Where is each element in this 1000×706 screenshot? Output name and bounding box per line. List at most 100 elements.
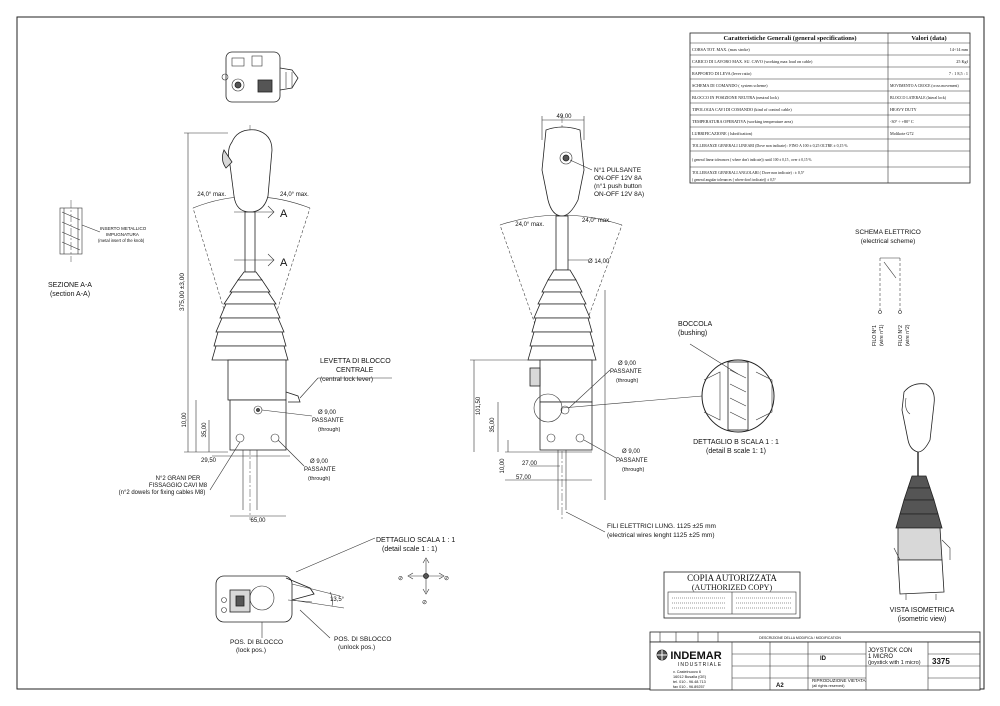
unlock-pos-label: POS. DI SBLOCCO: [334, 636, 391, 643]
hole-label-lower: PASSANTE: [304, 467, 336, 473]
wires-label-en: (electrical wires lenght 1125 ±25 mm): [607, 532, 715, 539]
dowels-label: N°2 GRANI PER: [156, 476, 201, 482]
section-aa-drawing: [59, 200, 101, 262]
mid-hole-label-upper: PASSANTE: [610, 369, 642, 375]
mid-hole-diameter-lower: Ø 9,00: [622, 449, 641, 455]
pushbutton-label-en: (n°1 push button: [594, 182, 642, 190]
company-address: v. Castelnuovo 6: [673, 670, 701, 674]
left-angle-right: 24,0° max.: [280, 192, 309, 198]
spec-row-label: RAPPORTO DI LEVA (lever ratio): [692, 71, 752, 76]
lock-lever-label: LEVETTA DI BLOCCO: [320, 358, 391, 365]
isometric-view-drawing: [893, 383, 951, 600]
svg-text:⊘: ⊘: [398, 576, 403, 582]
spec-row-value: -30° ÷ +80° C: [890, 119, 914, 124]
left-angle-left: 24,0° max.: [197, 192, 226, 198]
hole-label-lower-en: (through): [308, 476, 330, 482]
pushbutton-label: ON-OFF 12V 8A: [594, 175, 643, 182]
spec-row-value: Molikote G72: [890, 131, 914, 136]
spec-tol-angular: TOLLERANZE GENERALI ANGOLARI ( Dove non …: [692, 171, 805, 176]
dim-height-375: 375,00 ±3,00: [179, 273, 186, 311]
company-address: 16012 Busalla (GE): [673, 675, 707, 679]
mid-angle-left: 24,0° max.: [515, 222, 544, 228]
sheet-format: A2: [776, 683, 784, 689]
company-sub: INDUSTRIALE: [678, 662, 722, 668]
spec-row-label: BLOCCO IN POSIZIONE NEUTRA (neutral lock…: [692, 95, 779, 100]
spec-row-value: 25 Kgf: [956, 59, 968, 64]
detail-scale-title: DETTAGLIO SCALA 1 : 1: [376, 537, 455, 544]
iso-title-en: (isometric view): [898, 616, 947, 623]
title-block: [649, 631, 981, 691]
electrical-scheme-drawing: [878, 257, 902, 314]
iso-title: VISTA ISOMETRICA: [890, 607, 955, 614]
dim-101-50: 101,50: [476, 396, 482, 415]
insert-label-en: (metal insert of the knob): [98, 238, 145, 243]
authorized-copy-stamp: [663, 571, 801, 619]
scheme-title: SCHEMA ELETTRICO: [855, 229, 921, 236]
wire-2-label-en: (wire n°2): [905, 324, 911, 346]
detail-b-title-en: (detail B scale 1: 1): [706, 448, 766, 455]
mid-hole-diameter-upper: Ø 9,00: [618, 361, 637, 367]
spec-header-left: Caratteristiche Generali (general specif…: [723, 35, 856, 42]
dim-29-50: 29,50: [201, 458, 217, 464]
dim-27: 27,00: [522, 461, 538, 467]
detail-scale-drawing: ⊘ ⊘ ⊘: [215, 537, 449, 639]
sheet-border: [16, 16, 985, 690]
insert-label: IMPUGNATURA: [106, 232, 139, 237]
spec-row-value: BLOCCO LATERALE (lateral lock): [890, 96, 947, 100]
spec-tol-linear: TOLLERANZE GENERALI LINEARI (Dove non in…: [692, 144, 848, 149]
description-en: (joystick with 1 micro): [868, 660, 921, 666]
dim-10: 10,00: [182, 412, 188, 428]
mid-hole-label-lower-en: (through): [622, 467, 644, 473]
detail-scale-title-en: (detail scale 1 : 1): [382, 546, 437, 553]
dim-57: 57,00: [516, 475, 532, 481]
company-name: INDEMAR: [670, 650, 721, 662]
hole-label-upper-en: (through): [318, 427, 340, 433]
dim-35: 35,00: [202, 422, 208, 438]
unlock-pos-label-en: (unlock pos.): [338, 644, 375, 651]
pushbutton-label: N°1 PULSANTE: [594, 166, 642, 174]
drawing-number: 3375: [932, 657, 950, 666]
spec-row-label: CORSA TOT. MAX. (max stroke): [692, 47, 750, 52]
spec-row-label: SCHEMA DI COMANDO ( system scheme): [692, 83, 768, 88]
lock-pos-label-en: (lock pos.): [236, 647, 266, 654]
spec-table: Caratteristiche Generali (general specif…: [689, 32, 971, 184]
svg-text:⊘: ⊘: [422, 600, 427, 606]
spec-row-label: LUBRIFICAZIONE ( lubrification): [692, 131, 753, 136]
dowels-label: FISSAGGIO CAVI M8: [149, 483, 208, 489]
section-mark-lower: A: [280, 257, 288, 269]
stamp-line2: (AUTHORIZED COPY): [692, 583, 773, 592]
left-view-drawing: [184, 125, 311, 520]
scheme-title-en: (electrical scheme): [861, 238, 916, 245]
spec-row-value: 14÷14 mm: [950, 47, 969, 52]
material-code: ID: [820, 656, 827, 662]
pushbutton-label-en: ON-OFF 12V 8A): [594, 191, 644, 198]
reproduction-warning: RIPRODUZIONE VIETATA: [812, 678, 866, 683]
dim-65: 65,00: [250, 518, 266, 524]
section-mark-upper: A: [280, 208, 288, 220]
shaft-diameter: Ø 14,00: [588, 259, 610, 265]
lock-lever-label: CENTRALE: [336, 367, 374, 374]
description-line2: 1 MICRO: [868, 654, 893, 660]
dowels-label-en: (n°2 dowels for fixing cables M8): [119, 490, 206, 496]
middle-view-drawing: [470, 115, 623, 520]
svg-text:⊘: ⊘: [444, 576, 449, 582]
spec-row-value: MOVIMENTO A CROCE (cross movement): [890, 84, 959, 88]
spec-row-value: 7 : 1 8,5 : 1: [949, 71, 968, 77]
stamp-line1: COPIA AUTORIZZATA: [687, 573, 777, 583]
insert-label: INSERTO METALLICO: [100, 226, 147, 231]
wires-label: FILI ELETTRICI LUNG. 1125 ±25 mm: [607, 523, 716, 530]
dim-10-mid: 10,00: [500, 458, 506, 474]
bushing-label: BOCCOLA: [678, 321, 713, 328]
spec-tol-angular-en: ( general angular tolerances ( where don…: [692, 178, 776, 183]
detail-b-title: DETTAGLIO B SCALA 1 : 1: [693, 439, 779, 446]
reproduction-warning-en: (all rights reserved): [812, 684, 845, 688]
top-view-drawing: [221, 51, 299, 103]
lock-angle: 13,5°: [330, 597, 345, 603]
wire-1-label: FILO N°1: [872, 325, 878, 346]
hole-diameter-upper: Ø 9,00: [318, 410, 337, 416]
lock-lever-label-en: (central lock lever): [320, 376, 373, 383]
spec-row-label: CARICO DI LAVORO MAX. SU. CAVO (working …: [692, 59, 813, 64]
company-tel: tel. 010 - 96.48.713: [673, 680, 706, 684]
hole-diameter-lower: Ø 9,00: [310, 459, 329, 465]
mid-hole-label-lower: PASSANTE: [616, 458, 648, 464]
